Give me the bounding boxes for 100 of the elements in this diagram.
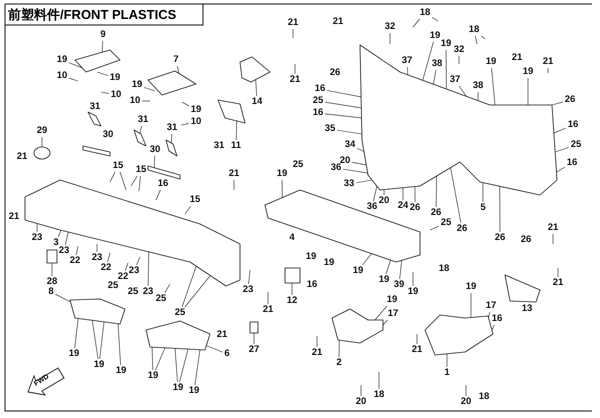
callout-number: 20 xyxy=(378,196,390,206)
callout-number: 27 xyxy=(248,345,260,355)
leader-line xyxy=(412,18,420,28)
leader-line xyxy=(248,270,250,284)
callout-number: 31 xyxy=(212,141,226,151)
part-drawing xyxy=(147,70,197,96)
leader-line xyxy=(378,372,380,390)
leader-line xyxy=(124,262,128,272)
leader-line xyxy=(294,64,296,74)
callout-number: 33 xyxy=(342,179,356,189)
callout-number: 19 xyxy=(146,371,160,381)
callout-number: 21 xyxy=(288,75,302,85)
callout-number: 19 xyxy=(522,67,534,77)
callout-number: 2 xyxy=(336,358,342,368)
part-drawing xyxy=(145,320,211,351)
part-drawing xyxy=(74,49,121,73)
leader-line xyxy=(148,252,150,286)
leader-line xyxy=(184,275,211,308)
leader-line xyxy=(156,190,161,200)
leader-line xyxy=(74,318,78,348)
leader-line xyxy=(422,42,434,81)
callout-number: 23 xyxy=(58,246,70,256)
callout-number: 5 xyxy=(480,203,486,213)
leader-line xyxy=(182,266,197,308)
part-drawing xyxy=(239,56,271,83)
callout-number: 19 xyxy=(484,57,498,67)
callout-number: 21 xyxy=(332,17,344,27)
leader-line xyxy=(470,292,472,318)
leader-line xyxy=(102,40,104,53)
callout-number: 19 xyxy=(172,383,184,393)
leader-line xyxy=(184,206,192,214)
leader-line xyxy=(110,172,116,182)
callout-number: 19 xyxy=(276,169,288,179)
callout-number: 21 xyxy=(542,57,554,67)
callout-number: 37 xyxy=(400,56,414,66)
callout-number: 8 xyxy=(48,287,54,297)
callout-number: 19 xyxy=(108,73,122,83)
leader-line xyxy=(92,320,98,360)
callout-number: 11 xyxy=(230,141,242,151)
leader-line xyxy=(450,167,462,224)
part-drawing xyxy=(424,314,494,356)
callout-number: 23 xyxy=(128,266,140,276)
callout-number: 21 xyxy=(546,223,560,233)
leader-line xyxy=(164,284,170,294)
callout-number: 38 xyxy=(472,81,484,91)
callout-number: 21 xyxy=(410,345,424,355)
callout-number: 19 xyxy=(352,266,364,276)
leader-line xyxy=(96,244,98,252)
leader-line xyxy=(336,130,362,134)
callout-number: 25 xyxy=(440,218,452,228)
leader-line xyxy=(342,168,368,174)
leader-line xyxy=(118,323,121,366)
callout-number: 12 xyxy=(286,296,298,306)
callout-number: 16 xyxy=(490,314,504,324)
leader-line xyxy=(446,50,447,90)
leader-line xyxy=(374,306,388,320)
callout-number: 13 xyxy=(520,304,534,314)
leader-line xyxy=(155,348,166,370)
leader-line xyxy=(324,102,362,108)
callout-number: 31 xyxy=(166,123,178,133)
callout-number: 20 xyxy=(460,397,472,407)
title-text: 前塑料件/FRONT PLASTICS xyxy=(8,7,176,23)
callout-number: 35 xyxy=(324,124,336,134)
leader-line xyxy=(99,322,104,360)
part-drawing xyxy=(147,165,181,180)
callout-number: 24 xyxy=(396,201,410,211)
callout-number: 26 xyxy=(456,224,468,234)
callout-number: 36 xyxy=(330,163,342,173)
callout-number: 25 xyxy=(312,96,324,106)
leader-line xyxy=(556,166,566,172)
callout-number: 16 xyxy=(566,158,578,168)
callout-number: 19 xyxy=(406,287,420,297)
leader-line xyxy=(433,70,436,85)
callout-number: 26 xyxy=(520,235,532,245)
callout-number: 10 xyxy=(110,90,122,100)
callout-number: 19 xyxy=(304,252,318,262)
leader-line xyxy=(182,102,190,106)
leader-line xyxy=(356,148,364,152)
leader-line xyxy=(324,114,362,118)
leader-line xyxy=(142,100,150,102)
callout-number: 19 xyxy=(56,55,68,65)
callout-number: 25 xyxy=(154,294,168,304)
callout-number: 19 xyxy=(322,258,336,268)
callout-number: 18 xyxy=(478,392,490,402)
callout-number: 15 xyxy=(188,195,202,205)
leader-line xyxy=(316,336,318,348)
leader-line xyxy=(474,36,478,44)
callout-number: 21 xyxy=(228,169,240,179)
callout-number: 16 xyxy=(156,179,170,189)
callout-number: 21 xyxy=(8,212,20,222)
leader-line xyxy=(144,87,156,92)
leader-line xyxy=(362,253,372,266)
leader-line xyxy=(96,72,108,76)
callout-number: 26 xyxy=(564,95,576,105)
leader-line xyxy=(171,134,172,144)
leader-line xyxy=(36,223,38,232)
callout-number: 39 xyxy=(392,280,406,290)
callout-number: 15 xyxy=(134,165,148,175)
leader-line xyxy=(206,345,223,353)
leader-line xyxy=(100,92,110,94)
